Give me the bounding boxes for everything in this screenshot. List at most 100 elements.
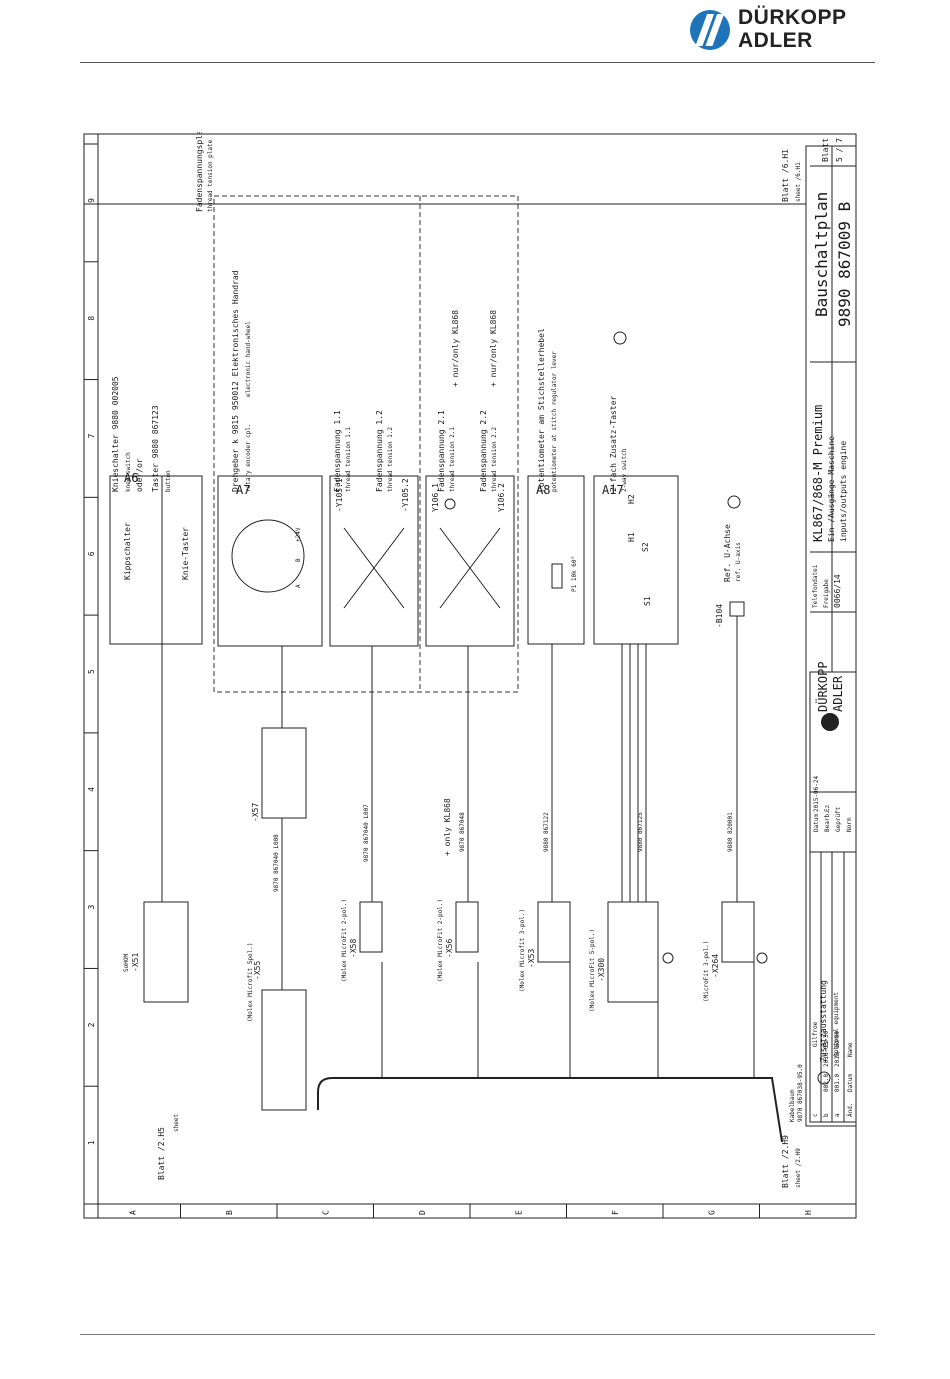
- description-en: inputs/outputs engine: [839, 441, 848, 542]
- ref-sheet-2h5: sheet: [173, 1114, 180, 1132]
- component-boxes: A6 Kippschalter Knie-Taster A7 A B +24V …: [109, 195, 745, 693]
- connector-x264: [721, 901, 755, 963]
- x264-title: (MicroFit 3-pol.): [703, 941, 710, 1002]
- revision-cell: 002.0: [823, 1074, 830, 1092]
- x51-title: SoHOM: [123, 954, 130, 972]
- y105-desc-de1: Fadenspannung 1.1: [333, 410, 342, 492]
- potentiometer-icon: [551, 563, 563, 589]
- cable-867048-note: + only KL868: [443, 798, 452, 856]
- sheet-frame: [83, 133, 857, 1219]
- a6-desc-alt-en: button: [165, 470, 172, 492]
- a7-desc-en2: electronic hand-wheel: [245, 321, 252, 397]
- b104-label: -B104: [715, 604, 724, 628]
- connector-x57: [261, 727, 307, 819]
- ref-sheet-2h9: sheet /2.H9: [795, 1148, 802, 1188]
- a17-desc-de: 2-fach Zusatz-Taster: [609, 395, 618, 492]
- norm-label: Norm: [846, 817, 853, 832]
- component-descriptions: Knieschalter 9880 002005 knee switch ode…: [111, 270, 742, 582]
- grid-number: 8: [87, 316, 96, 321]
- title-brand-line1: DÜRKOPP: [814, 661, 830, 712]
- a6-desc-en: knee switch: [125, 452, 132, 492]
- a7-pin-a: A: [295, 584, 302, 588]
- footer-rule: [80, 1334, 875, 1335]
- x300-label: -X300: [597, 958, 606, 982]
- sheet-references: Blatt /2.H5 sheet Blatt /6.H1 sheet /6.H…: [157, 132, 840, 1188]
- grid-letter: A: [128, 1210, 137, 1215]
- y105-label-1: -Y105.1: [335, 478, 344, 512]
- b104-desc-en: ref. U-axis: [735, 542, 742, 582]
- connector-x51: [143, 901, 189, 1003]
- y106-desc-en1: thread tension 2.1: [449, 427, 456, 492]
- a7-pin-24v: +24V: [295, 527, 302, 542]
- cable-820001: 9880 820001: [727, 812, 734, 852]
- label-a6: A6: [124, 471, 138, 485]
- rev-head-name: Name: [847, 1042, 854, 1057]
- kabelbaum-number: 9870 867038-95.0: [797, 1064, 804, 1122]
- encoder-icon: [231, 519, 305, 593]
- revision-cell: b: [823, 1113, 830, 1117]
- marker-02b-icon: [756, 952, 768, 964]
- a8-desc-en: potentiometer at stitch regulator lever: [551, 351, 558, 492]
- revision-cell: 001.0: [834, 1074, 841, 1092]
- cable-867048: 9870 867048: [459, 812, 466, 852]
- harness-branches: [381, 962, 755, 1078]
- grid-number: 1: [87, 1140, 96, 1145]
- brand-logo-icon: [690, 10, 730, 50]
- a6-part-knie: Knie-Taster: [181, 527, 190, 580]
- connector-x53: [537, 901, 571, 963]
- revision-cell: a: [834, 1113, 841, 1117]
- a7-pin-b: B: [295, 558, 302, 562]
- grid-number: 6: [87, 551, 96, 556]
- a6-desc-or: oder/or: [135, 458, 144, 492]
- connector-x58: [359, 901, 383, 953]
- x300-title: (Molex MicroFit 5-pol.): [589, 929, 596, 1012]
- grid-letter: E: [514, 1210, 523, 1215]
- grid-number: 7: [87, 433, 96, 438]
- doc-number: 9890 867009 B: [835, 202, 854, 327]
- rev-head-datum: Datum: [847, 1074, 854, 1092]
- zusatz-de: Zusatzausstattung: [819, 980, 828, 1062]
- cable-l008: 9870 867040 L008: [273, 834, 280, 892]
- revision-cell: 2015-07-09: [834, 1030, 841, 1067]
- revision-name: Ez: [834, 1039, 841, 1047]
- x56-label: -X56: [445, 939, 454, 958]
- wires: [161, 476, 783, 1143]
- grid-letter: B: [225, 1210, 234, 1215]
- rev-head-aend: Änd.: [847, 1103, 854, 1117]
- revision-name: Cz: [823, 1039, 830, 1047]
- y106-desc-en2: thread tension 2.2: [491, 427, 498, 492]
- box-a8: [527, 475, 585, 645]
- label-a8: A8: [536, 483, 550, 497]
- title-brand-line2: ADLER: [831, 675, 845, 712]
- a17-part-h2: H2: [627, 494, 636, 504]
- grid-letter: G: [707, 1210, 716, 1215]
- x58-label: -X58: [349, 939, 358, 958]
- telefondatei-label: Telefondatei: [812, 564, 819, 608]
- x264-label: -X264: [711, 954, 720, 978]
- fadenspann-en: thread tension plate: [207, 139, 214, 212]
- freigabe-label: Freigabe: [823, 579, 830, 608]
- b104-sensor-icon: [729, 601, 745, 617]
- box-a17: [593, 475, 679, 645]
- title-block: Bauschaltplan 9890 867009 B Blatt 5 / 7 …: [805, 138, 857, 1127]
- doc-title: Bauschaltplan: [812, 192, 831, 317]
- revision-cell: 2016-03-30: [823, 1030, 830, 1067]
- x57-label: -X57: [251, 803, 260, 822]
- revision-name: Gilfroe: [812, 1021, 819, 1047]
- label-a17: A17: [602, 483, 624, 497]
- box-a6: [109, 475, 203, 645]
- blatt-label: Blatt: [821, 138, 830, 162]
- grid-number: 3: [87, 905, 96, 910]
- grid-letter: C: [321, 1210, 330, 1215]
- y105-cross-icon: [343, 527, 405, 609]
- marker-01-icon: [444, 498, 456, 510]
- cable-867125: 9880 867125: [637, 812, 644, 852]
- grid-letter: D: [418, 1210, 427, 1215]
- b104-desc-de: Ref. U-Achse: [723, 524, 732, 582]
- grid-number: 9: [87, 198, 96, 203]
- bearb-value: Ez: [824, 804, 831, 812]
- y105-label-2: -Y105.2: [401, 478, 410, 512]
- connector-x55: [261, 989, 307, 1111]
